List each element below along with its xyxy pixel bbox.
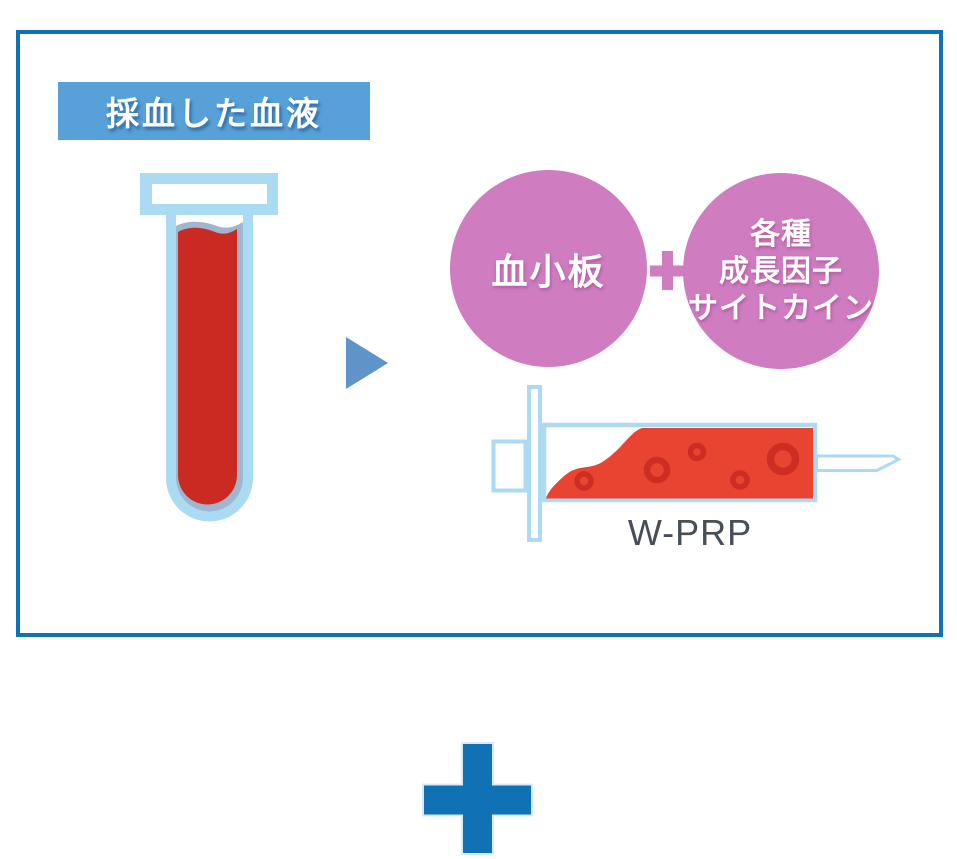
cell-icon <box>574 471 594 491</box>
growth-factor-circle: 各種 成長因子 サイトカイン <box>683 173 879 369</box>
blue-plus-icon <box>422 742 533 855</box>
tube-cap-inner <box>152 184 267 204</box>
collected-blood-label-text: 採血した血液 <box>106 95 322 132</box>
cell-icon <box>643 456 671 484</box>
platelet-circle-text: 血小板 <box>491 250 606 292</box>
plunger-rod-end <box>491 439 528 493</box>
blood-fill <box>178 227 237 505</box>
syringe-icon <box>491 385 902 542</box>
arrow-right-icon <box>346 337 388 389</box>
cell-icon <box>687 442 707 462</box>
platelet-cells <box>574 442 800 491</box>
collected-blood-label: 採血した血液 <box>58 82 370 140</box>
cell-icon <box>730 470 750 490</box>
wprp-label: W-PRP <box>627 512 753 553</box>
pink-plus-icon <box>650 251 685 290</box>
plunger-flange <box>527 385 542 542</box>
platelet-circle: 血小板 <box>450 170 647 367</box>
needle-icon <box>815 454 902 472</box>
test-tube-icon <box>140 173 278 522</box>
growth-factor-circle-text: 各種 成長因子 サイトカイン <box>688 217 874 325</box>
cell-icon <box>766 442 800 476</box>
